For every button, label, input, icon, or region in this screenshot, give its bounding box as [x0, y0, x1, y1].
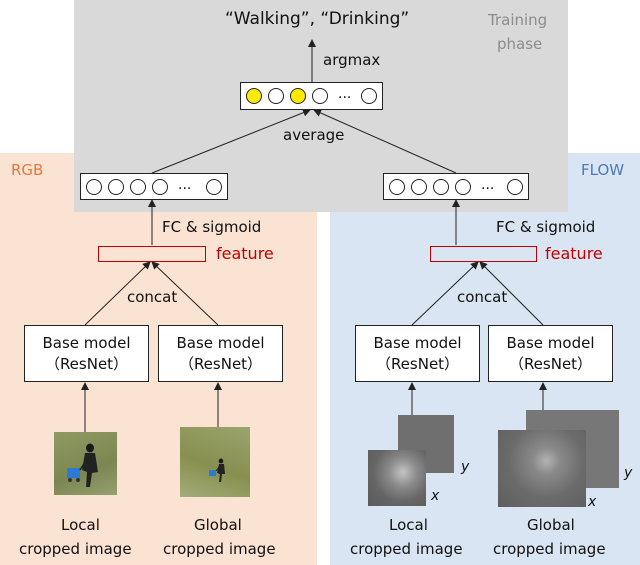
output-neuron-highlighted — [290, 88, 306, 104]
flow-global-axis-x: x — [588, 494, 597, 510]
rgb-title: RGB — [11, 161, 44, 179]
rgb-feature-label: feature — [216, 244, 274, 263]
flow-neuron — [433, 179, 449, 195]
flow-local-axis-y: y — [461, 459, 470, 475]
rgb-output-vector: ... — [80, 173, 228, 200]
person-figure-icon — [67, 443, 98, 487]
base-model-title: Base model — [506, 333, 595, 352]
output-neuron — [361, 88, 377, 104]
flow-global-caption-line1: Global — [527, 516, 575, 534]
output-neuron — [268, 88, 284, 104]
output-neuron-highlighted — [246, 88, 262, 104]
flow-neuron — [455, 179, 471, 195]
flow-concat-label: concat — [457, 288, 508, 306]
training-phase-label-line1: Training — [488, 11, 548, 29]
base-model-subtitle: （ResNet） — [375, 354, 460, 373]
person-figure-icon — [209, 458, 225, 482]
arrow-flow-concat-right — [479, 261, 544, 326]
flow-output-vector: ... — [383, 173, 529, 200]
rgb-local-caption-line1: Local — [61, 516, 100, 534]
rgb-neuron — [86, 179, 102, 195]
arrow-rgb-concat-left — [84, 261, 151, 326]
flow-global-caption-line2: cropped image — [493, 540, 606, 558]
flow-feature-box — [430, 246, 537, 262]
arrow-flow-concat-left — [411, 261, 479, 326]
flow-fc-label: FC & sigmoid — [496, 218, 596, 236]
rgb-neuron — [206, 179, 222, 195]
arrow-flow-average — [313, 109, 457, 174]
rgb-fc-label: FC & sigmoid — [162, 218, 262, 236]
flow-base-model-global: Base model （ResNet） — [488, 325, 613, 382]
arrow-rgb-average — [151, 108, 311, 174]
rgb-local-image — [54, 432, 117, 495]
ellipsis: ... — [178, 177, 192, 193]
rgb-neuron — [152, 179, 168, 195]
flow-global-frame-front — [498, 430, 586, 507]
flow-local-caption-line2: cropped image — [350, 540, 463, 558]
output-vector: ... — [240, 82, 383, 110]
output-labels: “Walking”, “Drinking” — [225, 9, 410, 29]
argmax-label: argmax — [323, 51, 381, 69]
base-model-title: Base model — [373, 333, 462, 352]
flow-feature-label: feature — [545, 244, 603, 263]
flow-title: FLOW — [581, 161, 625, 179]
rgb-global-image — [180, 427, 250, 497]
average-label: average — [283, 126, 345, 144]
base-model-subtitle: （ResNet） — [178, 354, 263, 373]
flow-global-axis-y: y — [624, 465, 633, 481]
rgb-global-caption-line1: Global — [194, 516, 242, 534]
rgb-local-caption-line2: cropped image — [19, 540, 132, 558]
base-model-subtitle: （ResNet） — [508, 354, 593, 373]
flow-local-axis-x: x — [431, 488, 440, 504]
ellipsis: ... — [481, 177, 495, 193]
flow-local-caption-line1: Local — [389, 516, 428, 534]
ellipsis: ... — [338, 86, 352, 102]
flow-local-frame-front — [368, 450, 426, 506]
training-phase-label-line2: phase — [497, 35, 543, 53]
rgb-global-caption-line2: cropped image — [163, 540, 276, 558]
flow-neuron — [389, 179, 405, 195]
base-model-title: Base model — [42, 333, 131, 352]
flow-base-model-local: Base model （ResNet） — [355, 325, 480, 382]
flow-neuron — [411, 179, 427, 195]
rgb-base-model-global: Base model （ResNet） — [158, 325, 283, 382]
arrow-rgb-concat-right — [151, 261, 219, 326]
rgb-feature-box — [98, 246, 206, 262]
rgb-concat-label: concat — [127, 288, 178, 306]
rgb-base-model-local: Base model （ResNet） — [24, 325, 149, 382]
base-model-title: Base model — [176, 333, 265, 352]
output-neuron — [312, 88, 328, 104]
flow-neuron — [507, 179, 523, 195]
rgb-neuron — [130, 179, 146, 195]
rgb-neuron — [108, 179, 124, 195]
base-model-subtitle: （ResNet） — [44, 354, 129, 373]
